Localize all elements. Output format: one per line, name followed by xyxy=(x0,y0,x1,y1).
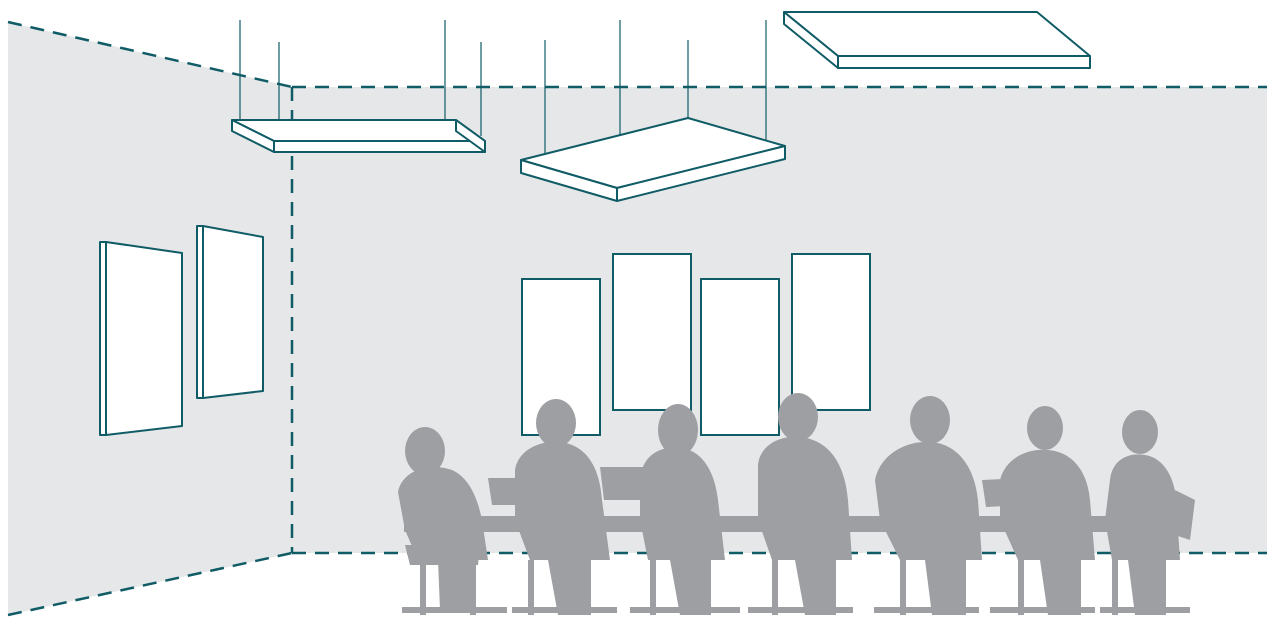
ceiling-baffle-icon xyxy=(231,119,486,153)
person-silhouette xyxy=(1105,410,1195,615)
chair-base xyxy=(748,607,853,613)
person-silhouette xyxy=(515,399,610,615)
back-wall-panels xyxy=(521,253,871,436)
floor-left-edge xyxy=(7,551,293,617)
suspension-wires xyxy=(239,20,767,186)
ceiling-left-edge xyxy=(7,20,293,89)
wall-panel-icon xyxy=(196,225,264,399)
person-silhouette xyxy=(875,396,982,615)
wall-panel-icon xyxy=(612,253,692,411)
chair-base xyxy=(990,607,1095,613)
chair-base xyxy=(1100,607,1190,613)
person-silhouette xyxy=(398,427,488,615)
wall-panel-icon xyxy=(99,241,183,436)
person-silhouette xyxy=(758,393,852,615)
side-wall-panels xyxy=(99,225,264,436)
ceiling-baffle-icon xyxy=(783,11,1091,69)
chair-base xyxy=(874,607,979,613)
meeting-people-silhouette-icon xyxy=(398,393,1195,615)
wall-panel-icon xyxy=(700,278,780,436)
wall-panel-icon xyxy=(791,253,871,411)
chair-base xyxy=(402,607,507,613)
chair-base xyxy=(630,607,740,613)
person-silhouette xyxy=(1000,406,1095,615)
chair-base xyxy=(512,607,617,613)
person-silhouette xyxy=(640,404,725,615)
ceiling-panels xyxy=(231,11,1091,202)
ceiling-baffle-icon xyxy=(520,117,786,202)
